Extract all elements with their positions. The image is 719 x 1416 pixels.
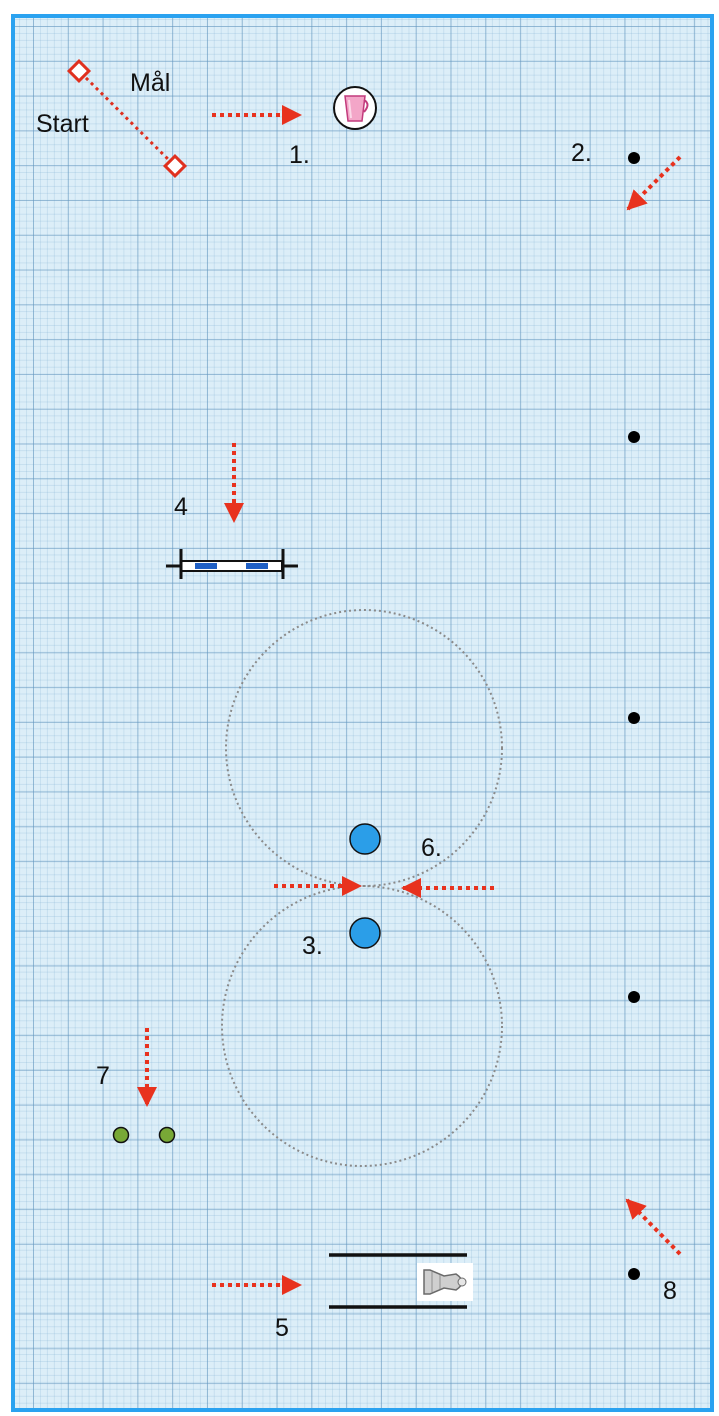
station-6-label: 6. — [421, 836, 442, 861]
arrow-station-2 — [628, 157, 680, 209]
hurdle-pole — [166, 549, 298, 579]
start-flag-icon — [69, 61, 89, 81]
blue-ball — [350, 918, 380, 948]
marker-dot — [628, 152, 640, 164]
goal-flag-icon — [165, 156, 185, 176]
bell-icon — [417, 1263, 473, 1301]
green-ball — [160, 1128, 175, 1143]
station-7-label: 7 — [96, 1064, 110, 1089]
station-2-label: 2. — [571, 141, 592, 166]
blue-ball — [350, 824, 380, 854]
station-3-label: 3. — [302, 934, 323, 959]
marker-dot — [628, 712, 640, 724]
station-1-label: 1. — [289, 143, 310, 168]
goal-label: Mål — [130, 71, 170, 96]
marker-dot — [628, 1268, 640, 1280]
station-4-label: 4 — [174, 495, 188, 520]
green-ball — [114, 1128, 129, 1143]
start-label: Start — [36, 112, 89, 137]
station-8-label: 8 — [663, 1279, 677, 1304]
marker-dot — [628, 431, 640, 443]
arrow-station-8 — [627, 1200, 680, 1254]
marker-dot — [628, 991, 640, 1003]
pink-cup-icon — [334, 87, 376, 129]
station-5-label: 5 — [275, 1316, 289, 1341]
